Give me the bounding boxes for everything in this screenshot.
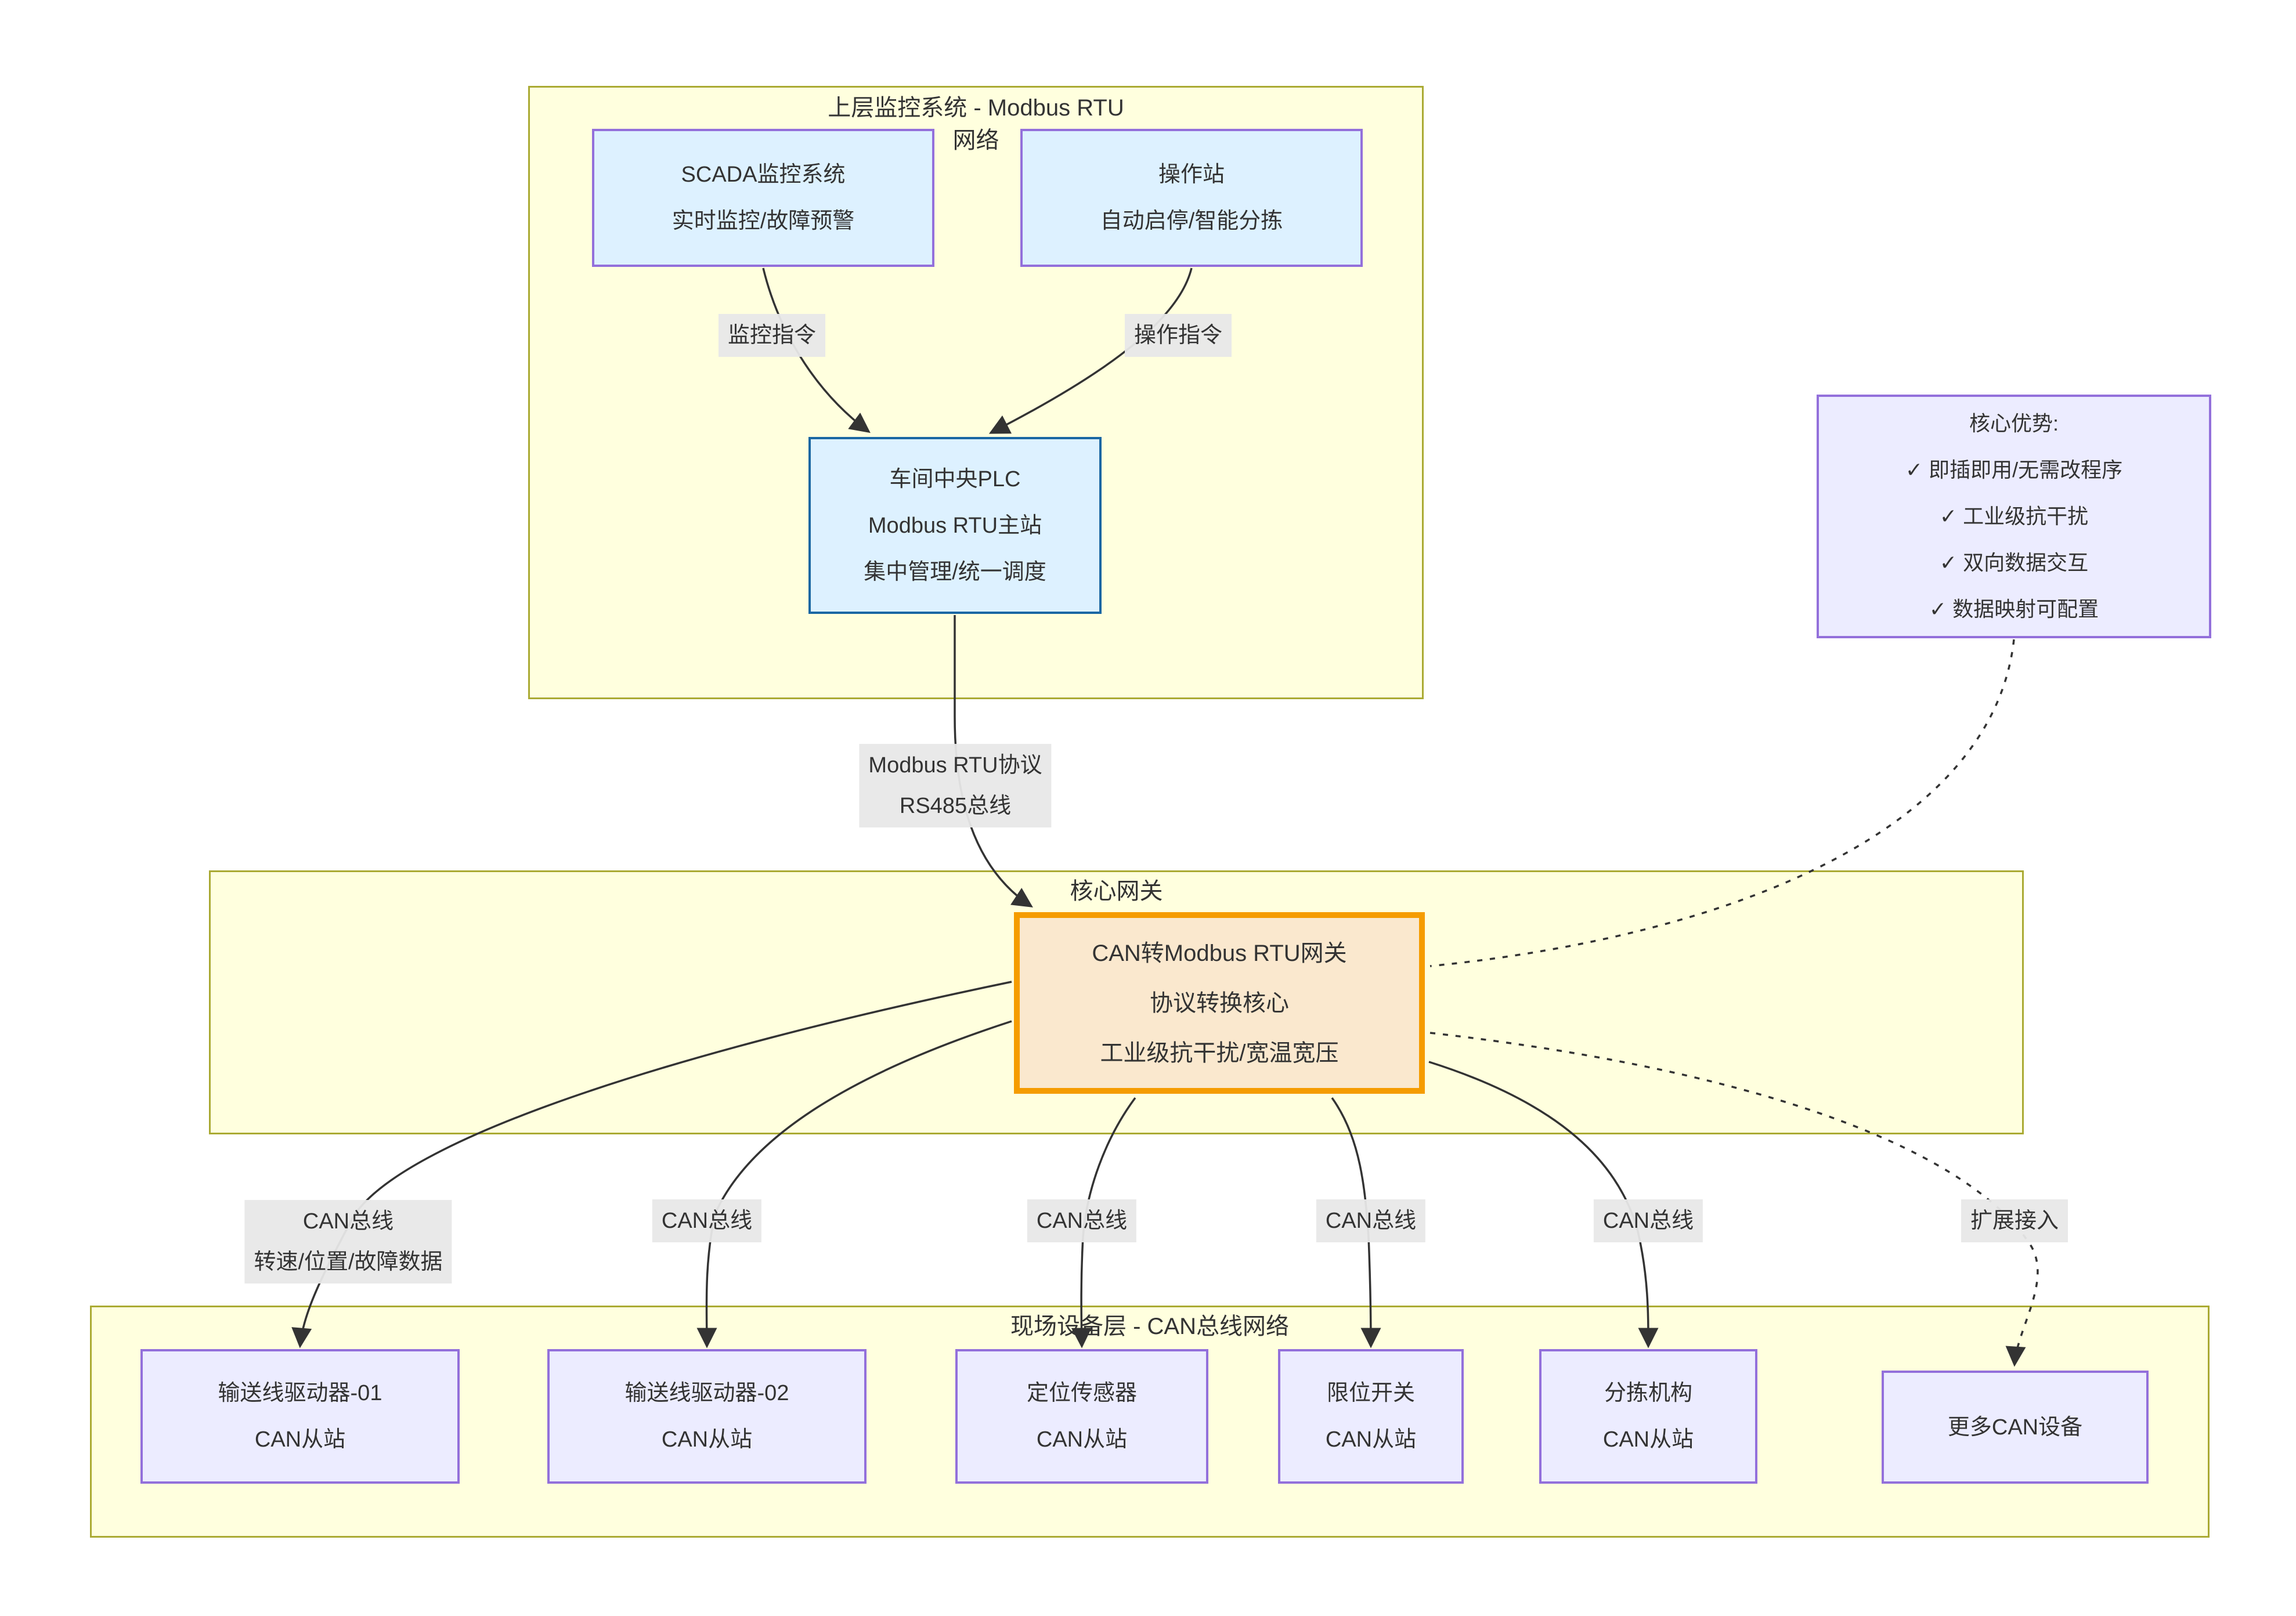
text-line: 更多CAN设备 (1947, 1415, 2083, 1440)
text-line: 定位传感器 (1026, 1381, 1137, 1405)
text-line: ✓ 即插即用/无需改程序 (1905, 458, 2123, 482)
edge-gateway-to-drive02 (696, 1020, 1012, 1349)
text-line: 操作站 (1158, 162, 1225, 187)
edge-label-can5: CAN总线 (1593, 1199, 1703, 1242)
text-line: CAN转Modbus RTU网关 (1092, 940, 1347, 966)
text-line: Modbus RTU协议 (868, 753, 1042, 778)
text-line: CAN从站 (661, 1427, 753, 1452)
edge-gateway-to-drive01 (291, 981, 1012, 1349)
node-position-sensor: 定位传感器 CAN从站 (955, 1349, 1208, 1484)
node-core-advantages: 核心优势: ✓ 即插即用/无需改程序 ✓ 工业级抗干扰 ✓ 双向数据交互 ✓ 数据映射可… (1817, 395, 2211, 638)
text-line: 核心优势: (1969, 411, 2059, 435)
edge-label-monitor-command: 监控指令 (718, 314, 826, 357)
edge-label-can1-data: CAN总线转速/位置/故障数据 (244, 1200, 452, 1284)
node-limit-switch: 限位开关 CAN从站 (1278, 1349, 1464, 1484)
text-line: 输送线驱动器-01 (218, 1381, 382, 1405)
text-line: CAN从站 (1036, 1427, 1128, 1452)
text-line: ✓ 工业级抗干扰 (1939, 504, 2089, 528)
text-line: ✓ 双向数据交互 (1939, 551, 2089, 574)
edge-gateway-to-more (1429, 1032, 2039, 1367)
node-central-plc: 车间中央PLC Modbus RTU主站集中管理/统一调度 (808, 437, 1102, 614)
edge-operator-to-plc (988, 267, 1193, 434)
node-operator-station: 操作站自动启停/智能分拣 (1020, 129, 1363, 267)
text-line: RS485总线 (899, 794, 1012, 818)
edge-label-can4: CAN总线 (1316, 1199, 1426, 1242)
text-line: 分拣机构 (1604, 1381, 1692, 1405)
text-line: CAN从站 (1602, 1427, 1694, 1452)
text-line: SCADA监控系统 (681, 162, 846, 187)
text-line: 实时监控/故障预警 (672, 209, 855, 233)
node-sorting-mechanism: 分拣机构 CAN从站 (1539, 1349, 1757, 1484)
text-line: 输送线驱动器-02 (624, 1381, 789, 1405)
edge-advantages-to-gateway (1429, 639, 2015, 967)
text-line: 协议转换核心 (1150, 990, 1289, 1016)
text-line: 工业级抗干扰/宽温宽压 (1100, 1040, 1339, 1066)
text-line: 转速/位置/故障数据 (254, 1250, 443, 1274)
edge-label-operate-command: 操作指令 (1124, 314, 1232, 357)
text-line: Modbus RTU主站 (868, 513, 1042, 538)
node-can-modbus-gateway: CAN转Modbus RTU网关协议转换核心工业级抗干扰/宽温宽压 (1014, 912, 1425, 1094)
text-line: 车间中央PLC (889, 467, 1021, 491)
edge-label-can3: CAN总线 (1027, 1199, 1137, 1242)
text-line: ✓ 数据映射可配置 (1929, 597, 2099, 621)
node-scada: SCADA监控系统实时监控/故障预警 (592, 129, 934, 267)
text-line: CAN总线 (302, 1209, 394, 1234)
text-line: 自动启停/智能分拣 (1100, 209, 1283, 233)
edge-label-expand-access: 扩展接入 (1961, 1199, 2068, 1242)
node-more-can-devices: 更多CAN设备 (1882, 1371, 2149, 1484)
text-line: 限位开关 (1326, 1381, 1415, 1405)
edge-label-modbus-rs485: Modbus RTU协议 RS485总线 (859, 744, 1052, 827)
text-line: CAN从站 (254, 1427, 346, 1452)
text-line: CAN从站 (1325, 1427, 1417, 1452)
text-line: 集中管理/统一调度 (864, 559, 1046, 584)
edge-label-can2: CAN总线 (652, 1199, 762, 1242)
